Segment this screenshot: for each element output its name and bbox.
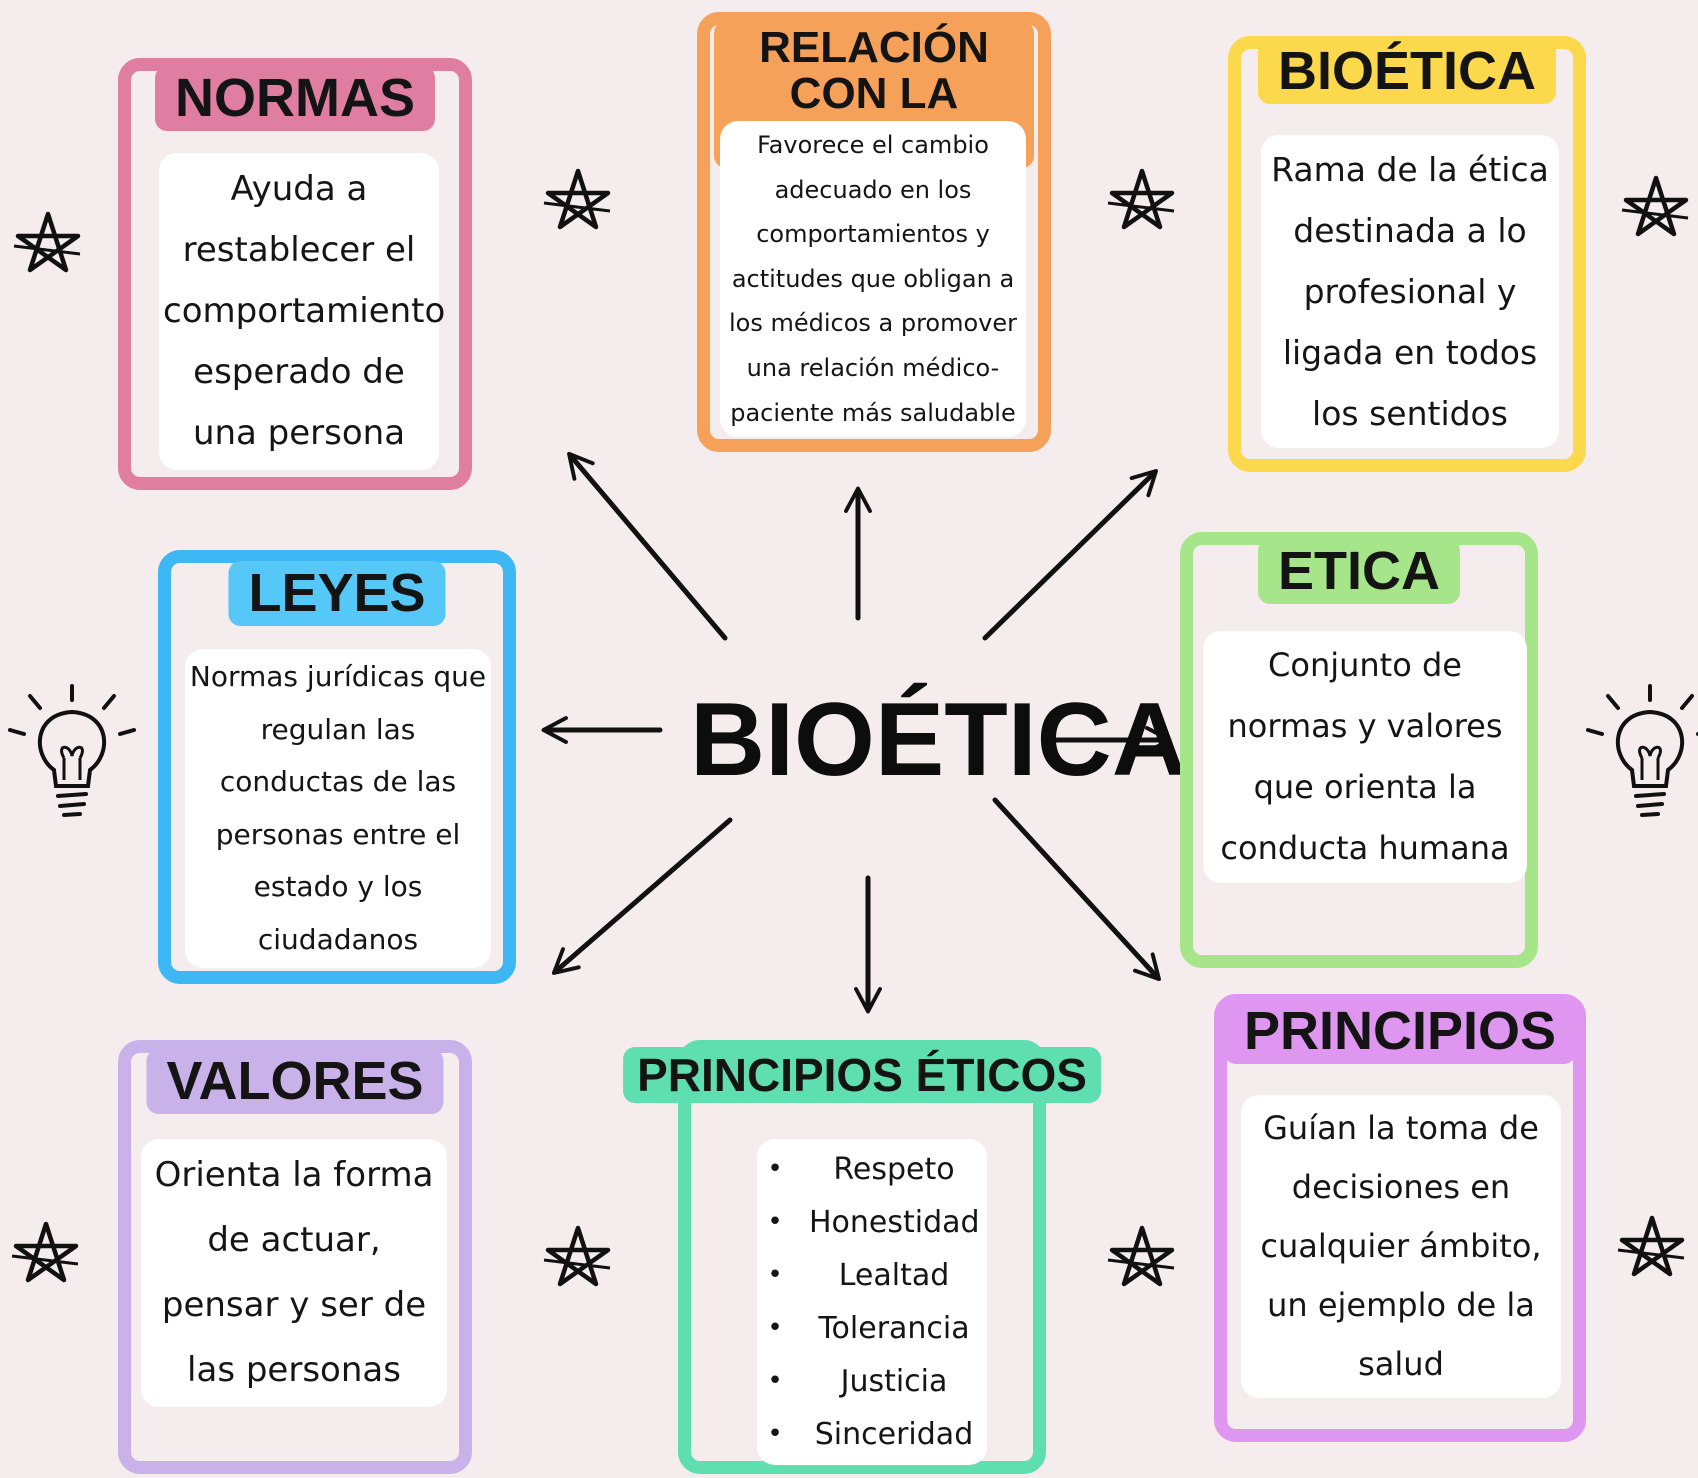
card-normas: NORMAS Ayuda a restablecer el comportami… [118, 58, 472, 490]
card-text: Ayuda a restablecer el comportamiento es… [159, 153, 445, 470]
card-leyes: LEYES Normas jurídicas que regulan las c… [158, 550, 516, 984]
star-icon [12, 1224, 78, 1280]
card-title: ETICA [1258, 539, 1460, 604]
card-title: PRINCIPIOS ÉTICOS [623, 1047, 1101, 1104]
list-item-text: Tolerancia [818, 1311, 970, 1346]
card-text: Conjunto de normas y valores que orienta… [1203, 631, 1527, 883]
star-icon [544, 1228, 610, 1284]
list-item: • Honestidad [765, 1196, 979, 1249]
list-item: • Sinceridad [765, 1408, 979, 1461]
star-icon [1108, 171, 1174, 227]
list-item: • Lealtad [765, 1249, 979, 1302]
list-item: • Respeto [765, 1143, 979, 1196]
list-item-text: Justicia [840, 1364, 948, 1399]
card-principios-eticos: PRINCIPIOS ÉTICOS • Respeto • Honestidad •… [623, 1040, 1101, 1474]
center-title: BIOÉTICA [690, 682, 1187, 798]
bullet-icon: • [767, 1366, 783, 1396]
star-icon [1108, 1228, 1174, 1284]
card-text: Rama de la ética destinada a lo profesio… [1261, 135, 1559, 448]
list-item-text: Respeto [833, 1152, 955, 1187]
bullet-icon: • [767, 1207, 783, 1237]
list-item-text: Honestidad [809, 1205, 980, 1240]
card-bioetica: BIOÉTICA Rama de la ética destinada a lo… [1228, 36, 1586, 472]
star-icon [1622, 178, 1688, 234]
list-item: • Justicia [765, 1355, 979, 1408]
card-title: BIOÉTICA [1257, 39, 1557, 104]
star-icon [544, 171, 610, 227]
list-item-text: Sinceridad [814, 1417, 974, 1452]
card-list: • Respeto • Honestidad • Lealtad • Toleranci… [757, 1139, 987, 1465]
arrow-to-valores [551, 817, 733, 975]
card-title: NORMAS [155, 66, 435, 131]
card-etica: ETICA Conjunto de normas y valores que o… [1180, 532, 1538, 968]
card-title: PRINCIPIOS [1223, 999, 1577, 1064]
principles-list: • Respeto • Honestidad • Lealtad • Toleranci… [765, 1143, 979, 1461]
card-text: Guían la toma de decisiones en cualquier… [1241, 1095, 1561, 1398]
arrow-to-bioetica [982, 469, 1159, 641]
card-principios: PRINCIPIOS Guían la toma de decisiones e… [1214, 994, 1586, 1442]
card-title: LEYES [228, 561, 446, 626]
card-relacion-salud: RELACIÓN CON LA SALUD Favorece el cambio… [697, 12, 1051, 452]
card-valores: VALORES Orienta la forma de actuar, pens… [118, 1040, 472, 1474]
card-text: Favorece el cambio adecuado en los compo… [720, 121, 1026, 438]
list-item: • Tolerancia [765, 1302, 979, 1355]
list-item-text: Lealtad [838, 1258, 950, 1293]
star-icon [1618, 1218, 1684, 1274]
bullet-icon: • [767, 1419, 783, 1449]
bullet-icon: • [767, 1154, 783, 1184]
lightbulb-icon [8, 684, 136, 817]
card-text: Normas jurídicas que regulan las conduct… [185, 649, 491, 968]
arrow-to-principios [992, 797, 1161, 982]
bullet-icon: • [767, 1313, 783, 1343]
lightbulb-icon [1586, 684, 1698, 817]
arrow-to-normas [567, 451, 728, 641]
bullet-icon: • [767, 1260, 783, 1290]
star-icon [14, 214, 80, 270]
card-text: Orienta la forma de actuar, pensar y ser… [141, 1139, 447, 1407]
card-title: VALORES [146, 1049, 444, 1114]
